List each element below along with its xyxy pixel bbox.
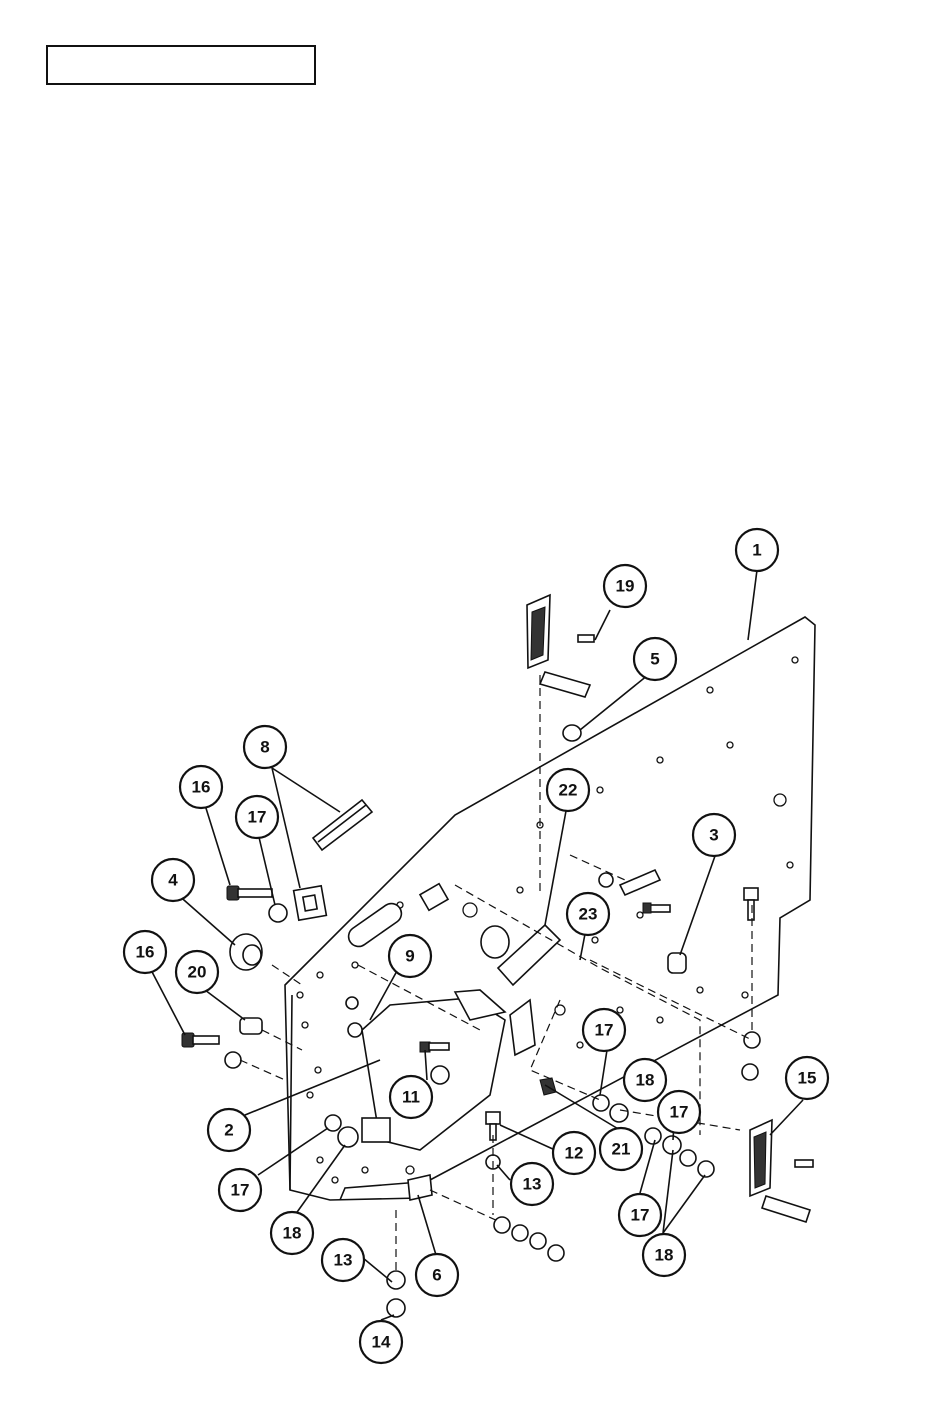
nut-18-left [338, 1127, 358, 1147]
svg-text:14: 14 [372, 1333, 391, 1352]
hinge-latch-15 [750, 1120, 813, 1222]
callout-23: 23 [567, 893, 609, 935]
svg-text:9: 9 [405, 947, 414, 966]
sprocket-belt [313, 800, 372, 850]
svg-text:17: 17 [248, 808, 267, 827]
svg-text:8: 8 [260, 738, 269, 757]
svg-text:18: 18 [636, 1071, 655, 1090]
svg-text:6: 6 [432, 1266, 441, 1285]
svg-text:21: 21 [612, 1140, 631, 1159]
screw-16-upper [227, 886, 272, 900]
bracket-hole-2 [348, 1023, 362, 1037]
callout-11: 11 [390, 1076, 432, 1118]
star-washer-right [744, 1032, 760, 1048]
callout-13-upper: 13 [511, 1163, 553, 1205]
callout-13-lower: 13 [322, 1239, 364, 1281]
spacer-20 [240, 1018, 262, 1034]
hinge-latch-19 [527, 595, 594, 697]
screw-right-top [643, 903, 670, 913]
washer-17-upper [269, 904, 287, 922]
callout-20: 20 [176, 951, 218, 993]
svg-text:16: 16 [136, 943, 155, 962]
callout-21: 21 [600, 1128, 642, 1170]
callout-22: 22 [547, 769, 589, 811]
bracket-pad [362, 1118, 390, 1142]
callout-12: 12 [553, 1132, 595, 1174]
callout-14: 14 [360, 1321, 402, 1363]
svg-text:18: 18 [655, 1246, 674, 1265]
svg-text:1: 1 [752, 541, 761, 560]
svg-text:17: 17 [595, 1021, 614, 1040]
callout-8: 8 [244, 726, 286, 768]
callout-17-lower-right: 17 [619, 1194, 661, 1236]
side-plate [285, 617, 815, 1200]
callout-9: 9 [389, 935, 431, 977]
nut-14 [387, 1299, 405, 1317]
svg-text:17: 17 [631, 1206, 650, 1225]
callout-17-upper: 17 [236, 796, 278, 838]
bracket-hole-3 [346, 997, 358, 1009]
callout-16-lower: 16 [124, 931, 166, 973]
callout-17-mid: 17 [583, 1009, 625, 1051]
screw-16-lower [182, 1033, 219, 1047]
svg-text:11: 11 [402, 1088, 420, 1107]
callout-18-lower-right: 18 [643, 1234, 685, 1276]
foot-6 [408, 1175, 432, 1200]
callout-4: 4 [152, 859, 194, 901]
svg-text:22: 22 [559, 781, 578, 800]
bushing [481, 926, 509, 958]
callout-18-mid: 18 [624, 1059, 666, 1101]
washer-row-lower [494, 1217, 564, 1261]
callout-5: 5 [634, 638, 676, 680]
svg-text:12: 12 [565, 1144, 584, 1163]
svg-text:13: 13 [523, 1175, 542, 1194]
callout-15: 15 [786, 1057, 828, 1099]
svg-text:20: 20 [188, 963, 207, 982]
callout-6: 6 [416, 1254, 458, 1296]
svg-text:4: 4 [168, 871, 178, 890]
svg-text:3: 3 [709, 826, 718, 845]
callout-16-upper: 16 [180, 766, 222, 808]
spacer-3 [668, 953, 686, 973]
svg-text:19: 19 [616, 577, 635, 596]
callout-19: 19 [604, 565, 646, 607]
svg-text:23: 23 [579, 905, 598, 924]
svg-text:17: 17 [670, 1103, 689, 1122]
svg-text:2: 2 [224, 1121, 233, 1140]
washer-right-top [599, 873, 613, 887]
svg-text:16: 16 [192, 778, 211, 797]
callout-17-right: 17 [658, 1091, 700, 1133]
bracket-hole [431, 1066, 449, 1084]
knob-5 [563, 725, 581, 741]
sprocket-gear [294, 886, 327, 920]
washer-left-lower [225, 1052, 241, 1068]
pulley-4 [230, 934, 262, 970]
hardware-right-group [645, 1128, 714, 1177]
callout-1: 1 [736, 529, 778, 571]
callout-17-left: 17 [219, 1169, 261, 1211]
svg-text:18: 18 [283, 1224, 302, 1243]
svg-text:17: 17 [231, 1181, 250, 1200]
nut-18-mid [610, 1104, 628, 1122]
svg-text:5: 5 [650, 650, 659, 669]
callout-2: 2 [208, 1109, 250, 1151]
nut-right [742, 1064, 758, 1080]
svg-text:13: 13 [334, 1251, 353, 1270]
svg-text:15: 15 [798, 1069, 817, 1088]
callout-3: 3 [693, 814, 735, 856]
callout-18-left: 18 [271, 1212, 313, 1254]
